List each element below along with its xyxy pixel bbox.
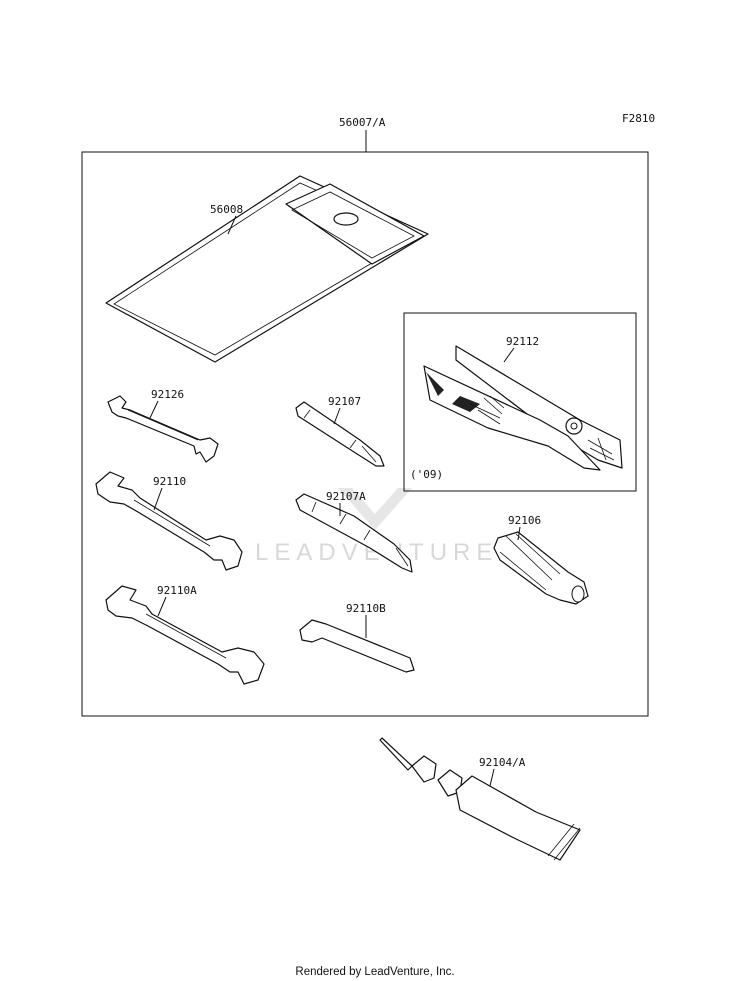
label-driver-bit-a[interactable]: 92107A [326, 490, 366, 503]
tube-leader-line [489, 768, 495, 787]
label-wrench-large[interactable]: 92110A [157, 584, 197, 597]
label-driver-bit[interactable]: 92107 [328, 395, 361, 408]
label-driver-handle[interactable]: 92106 [508, 514, 541, 527]
pliers[interactable] [423, 345, 623, 471]
case-leader-line [227, 215, 237, 235]
wrench-large-leader-line [157, 596, 167, 617]
watermark: LEADVENTURE [255, 488, 492, 566]
driver-handle[interactable] [493, 531, 589, 605]
label-hex-key[interactable]: 92110B [346, 602, 386, 615]
hex-key[interactable] [299, 619, 415, 673]
driver-bit-leader-line [333, 407, 341, 425]
driver-bit-a[interactable] [295, 493, 413, 573]
wrench-large[interactable] [105, 585, 265, 685]
wrench-medium[interactable] [95, 471, 243, 571]
pliers-leader-line [503, 347, 515, 363]
tool-case[interactable] [105, 175, 429, 363]
wrench-medium-leader-line [153, 487, 163, 511]
figure-code: F2810 [622, 112, 655, 125]
footer-credit: Rendered by LeadVenture, Inc. [295, 966, 454, 978]
pliers-note: ('09) [410, 468, 443, 481]
label-pliers[interactable]: 92112 [506, 335, 539, 348]
tool-kit-frame [81, 151, 649, 717]
pliers-inset-frame [403, 312, 637, 492]
label-wrench-medium[interactable]: 92110 [153, 475, 186, 488]
grease-tube[interactable] [379, 737, 581, 861]
wrench-small-leader-line [149, 400, 159, 419]
label-wrench-small[interactable]: 92126 [151, 388, 184, 401]
kit-label[interactable]: 56007/A [339, 116, 386, 129]
label-tube[interactable]: 92104/A [479, 756, 526, 769]
driver-handle-leader-line [517, 526, 521, 541]
wrench-small[interactable] [107, 395, 219, 463]
label-case[interactable]: 56008 [210, 203, 243, 216]
driver-bit[interactable] [295, 401, 385, 467]
